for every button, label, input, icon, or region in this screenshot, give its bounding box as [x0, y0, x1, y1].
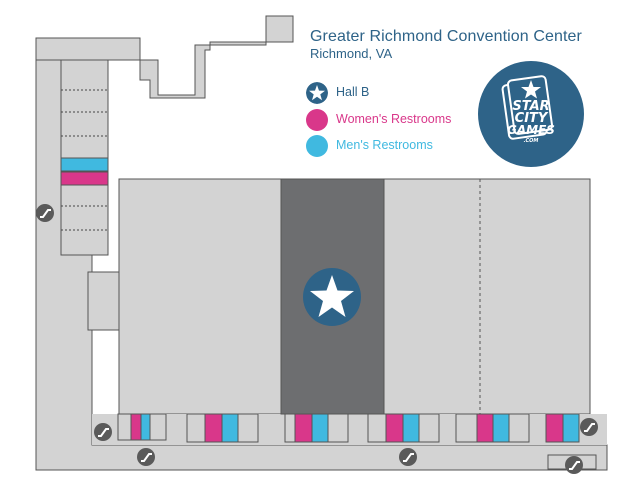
legend-item-hall-b: Hall B [306, 82, 486, 104]
page-subtitle: Richmond, VA [310, 46, 393, 61]
circle-icon [306, 135, 328, 157]
lower-band [92, 414, 607, 445]
escalator-icon [399, 448, 417, 466]
escalator-icon [36, 204, 54, 222]
womens-restroom [130, 413, 142, 441]
legend-label-womens: Women's Restrooms [336, 112, 452, 126]
legend-item-womens-restrooms: Women's Restrooms [306, 109, 486, 131]
star-icon [306, 82, 328, 104]
legend-label-mens: Men's Restrooms [336, 138, 433, 152]
mens-restroom [402, 413, 420, 443]
page-title: Greater Richmond Convention Center [310, 28, 582, 45]
circle-icon [306, 109, 328, 131]
logo-text-com: .COM [524, 138, 539, 144]
womens-restroom [476, 413, 494, 443]
womens-restroom [294, 413, 313, 443]
legend-item-mens-restrooms: Men's Restrooms [306, 135, 486, 157]
escalator-icons [36, 204, 598, 474]
womens-restroom-tower [60, 171, 109, 186]
side-block [87, 271, 120, 331]
logo-wordmark: STAR CITY GAMES .COM [507, 99, 555, 144]
womens-restroom [204, 413, 223, 443]
escalator-icon [565, 456, 583, 474]
mens-restroom-tower [60, 157, 109, 172]
mens-restroom [140, 413, 151, 441]
legend-label-hall-b: Hall B [336, 85, 370, 99]
logo-text-city: CITY [515, 111, 549, 126]
escalator-icon [580, 418, 598, 436]
mens-restroom [492, 413, 510, 443]
womens-restroom [385, 413, 404, 443]
north-annex [139, 15, 294, 99]
logo-text-star: STAR [512, 99, 549, 114]
womens-restroom [545, 413, 564, 443]
mens-restroom [311, 413, 329, 443]
escalator-icon [137, 448, 155, 466]
hall-b-marker [303, 268, 361, 326]
logo-text-games: GAMES [507, 123, 555, 137]
escalator-icon [94, 423, 112, 441]
mens-restroom [562, 413, 580, 443]
mens-restroom [221, 413, 239, 443]
star-city-games-logo [478, 61, 584, 167]
